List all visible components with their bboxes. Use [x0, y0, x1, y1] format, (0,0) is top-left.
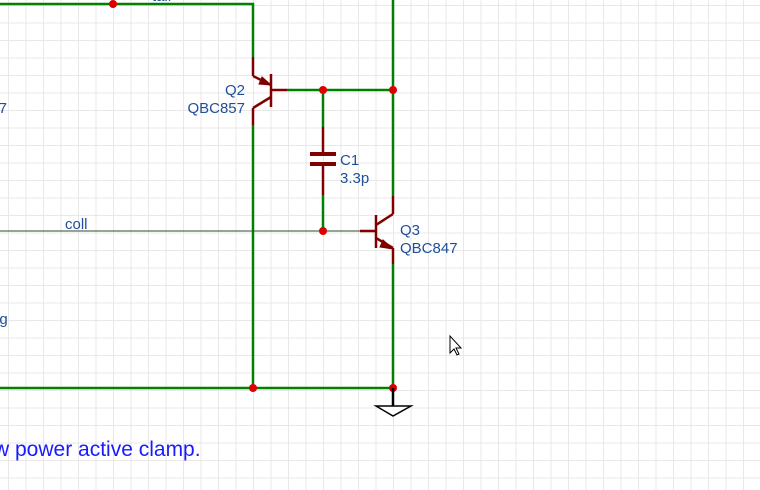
schematic-note-text[interactable]: w power active clamp.	[0, 438, 201, 461]
c1-ref-label[interactable]: C1	[340, 152, 360, 169]
transistor-q2[interactable]	[251, 57, 287, 125]
mouse-cursor-icon	[449, 334, 463, 356]
ground-symbol[interactable]	[373, 388, 414, 417]
junction-dot	[109, 0, 117, 8]
wires	[0, 0, 395, 390]
net-label-coll[interactable]: coll	[65, 216, 88, 233]
q2-model-label[interactable]: QBC857	[187, 100, 245, 117]
net-label-top: tail	[152, 0, 171, 5]
c1-value-label[interactable]: 3.3p	[340, 170, 370, 187]
junction-dot	[249, 384, 257, 392]
capacitor-c1[interactable]	[310, 127, 336, 195]
wire-top[interactable]	[0, 2, 255, 57]
junction-dot	[319, 227, 327, 235]
junction-dot	[319, 86, 327, 94]
q3-model-label[interactable]: QBC847	[400, 240, 458, 257]
q2-ref-label[interactable]: Q2	[224, 82, 245, 99]
transistor-q3[interactable]	[360, 196, 395, 264]
net-label-neg[interactable]: eg	[0, 311, 8, 328]
left-model-label[interactable]: 857	[0, 100, 8, 117]
junction-dot	[389, 86, 397, 94]
q3-ref-label[interactable]: Q3	[400, 222, 421, 239]
